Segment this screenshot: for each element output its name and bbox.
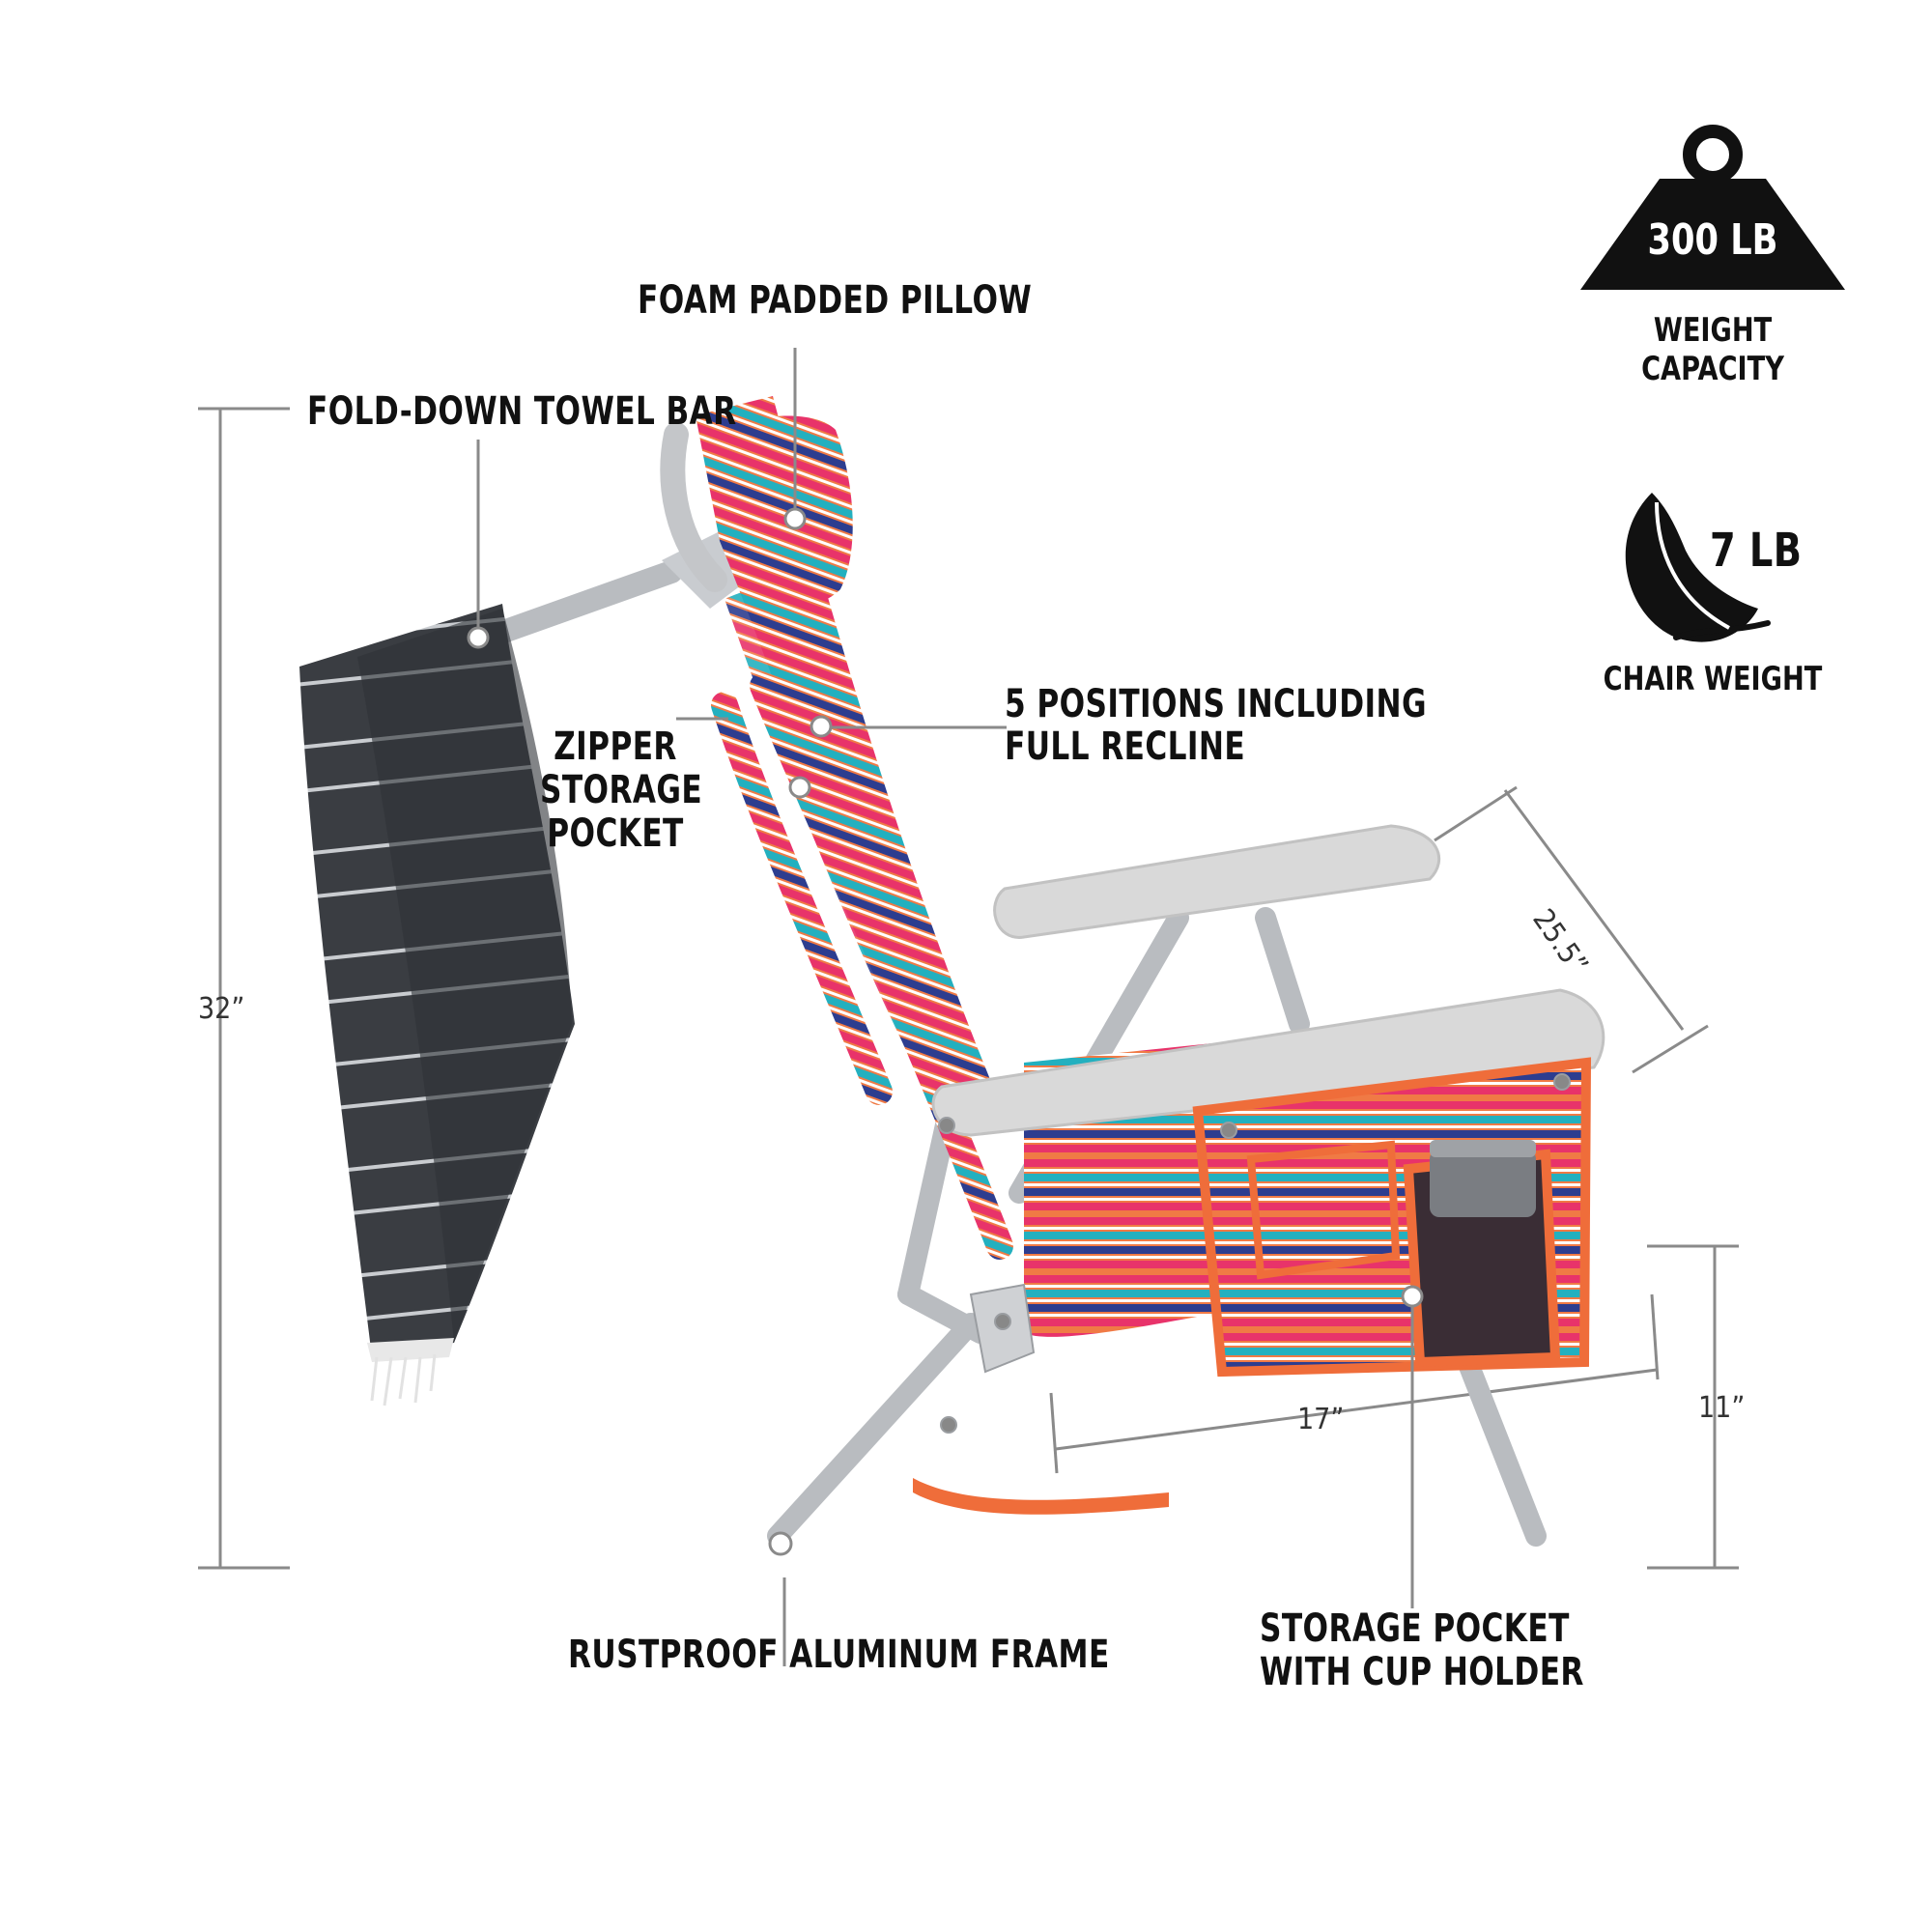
- seat-height-dimension-line: [1647, 1244, 1739, 1570]
- backrest-frame: [660, 422, 727, 592]
- positions-label-line1: 5 POSITIONS INCLUDING: [1005, 682, 1428, 726]
- feather-icon: [1625, 493, 1771, 642]
- callout-leaders: [476, 348, 1414, 1666]
- armrest-front: [931, 988, 1605, 1137]
- height-dimension-label: 32”: [198, 992, 245, 1026]
- height-dimension-line: [198, 407, 290, 1570]
- positions-label-line2: FULL RECLINE: [1005, 724, 1246, 769]
- weight-capacity-caption: WEIGHT CAPACITY: [1641, 311, 1784, 388]
- frame-label: RUSTPROOF ALUMINUM FRAME: [568, 1633, 1110, 1677]
- side-storage-pocket: [1192, 1057, 1592, 1378]
- width-dimension-label: 17”: [1297, 1403, 1345, 1436]
- callout-dots: [467, 507, 1424, 1556]
- zipper-label-line2: STORAGE: [540, 768, 703, 812]
- zipper-label-line3: POCKET: [547, 811, 684, 856]
- towel: [299, 604, 575, 1406]
- weight-capacity-value: 300 LB: [1647, 215, 1778, 265]
- foam-pillow: [720, 415, 853, 605]
- width-dimension-line: [1049, 1293, 1660, 1474]
- seat-height-dimension-label: 11”: [1698, 1391, 1746, 1425]
- armrest-rear: [993, 824, 1440, 939]
- backpack-straps: [711, 672, 1013, 1260]
- cup-holder-label-line1: STORAGE POCKET: [1260, 1606, 1570, 1651]
- chair-weight-value: 7 LB: [1710, 524, 1803, 578]
- cup-holder-label-line2: WITH CUP HOLDER: [1260, 1650, 1584, 1694]
- orange-strap: [913, 1478, 1169, 1515]
- chair-weight-caption: CHAIR WEIGHT: [1603, 660, 1823, 698]
- kettlebell-weight-icon: [1580, 125, 1845, 290]
- depth-dimension-line: [1434, 785, 1709, 1074]
- zipper-label-line1: ZIPPER: [554, 724, 677, 769]
- pillow-label: FOAM PADDED PILLOW: [638, 278, 1033, 323]
- towel-bar-label: FOLD-DOWN TOWEL BAR: [307, 389, 737, 434]
- frame-hinges: [938, 1073, 1571, 1434]
